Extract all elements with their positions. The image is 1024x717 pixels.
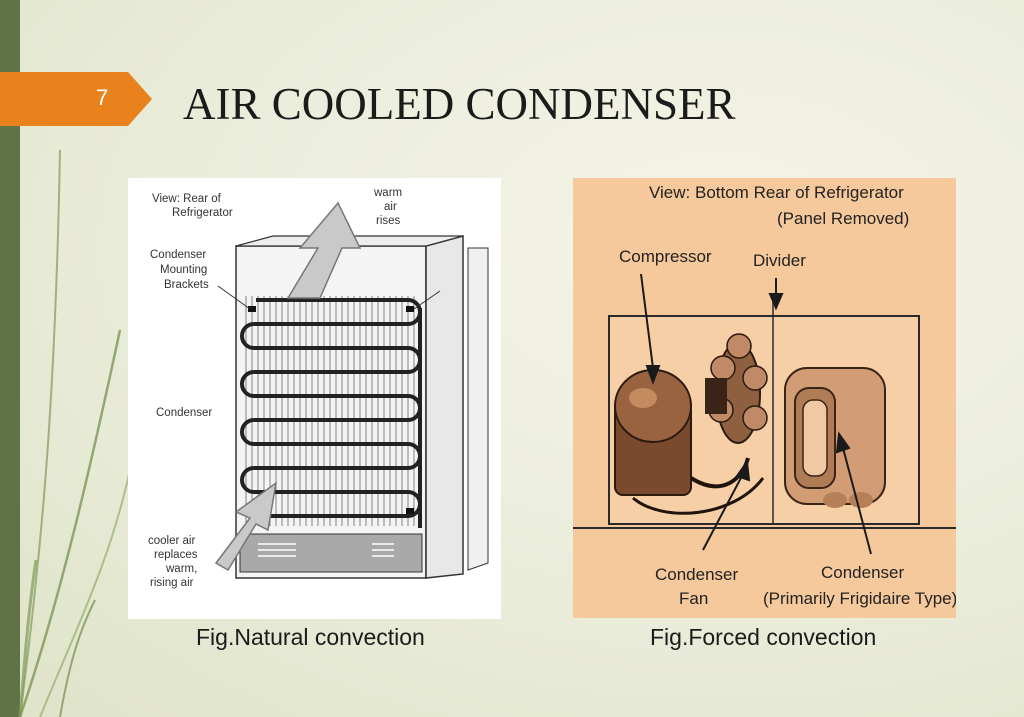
forced-convection-figure: View: Bottom Rear of Refrigerator (Panel… <box>573 178 956 618</box>
label-warm-2: air <box>384 201 397 213</box>
left-accent-bar <box>0 0 20 717</box>
label-cooler-1: cooler air <box>148 535 195 547</box>
label-fan-1: Condenser <box>655 565 739 584</box>
label-cooler-3: warm, <box>165 563 197 575</box>
label-view-2: Refrigerator <box>172 207 233 219</box>
refrigerator-rear-diagram: View: Rear of Refrigerator warm air rise… <box>148 187 489 589</box>
label-condenser-1: Condenser <box>821 563 905 582</box>
slide-number-badge: 7 <box>0 72 152 126</box>
label-brackets-3: Brackets <box>164 279 209 291</box>
caption-forced-convection: Fig.Forced convection <box>650 624 877 650</box>
label-view-1: View: Bottom Rear of Refrigerator <box>649 183 904 202</box>
label-condenser-2: (Primarily Frigidaire Type) <box>763 589 956 608</box>
refrigerator-bottom-diagram: View: Bottom Rear of Refrigerator (Panel… <box>573 183 956 608</box>
label-view-2: (Panel Removed) <box>777 209 909 228</box>
natural-convection-figure: View: Rear of Refrigerator warm air rise… <box>128 178 501 619</box>
label-cooler-2: replaces <box>154 549 198 561</box>
slide-title: AIR COOLED CONDENSER <box>183 79 736 129</box>
label-divider: Divider <box>753 251 806 270</box>
caption-natural-convection: Fig.Natural convection <box>196 624 425 650</box>
label-compressor: Compressor <box>619 247 712 266</box>
label-fan-2: Fan <box>679 589 708 608</box>
slide-number: 7 <box>96 85 109 110</box>
label-cooler-4: rising air <box>150 577 194 589</box>
label-view-1: View: Rear of <box>152 193 222 205</box>
label-brackets-1: Condenser <box>150 249 206 261</box>
label-condenser: Condenser <box>156 407 212 419</box>
label-warm-3: rises <box>376 215 401 227</box>
label-brackets-2: Mounting <box>160 264 207 276</box>
label-warm-1: warm <box>373 187 402 199</box>
